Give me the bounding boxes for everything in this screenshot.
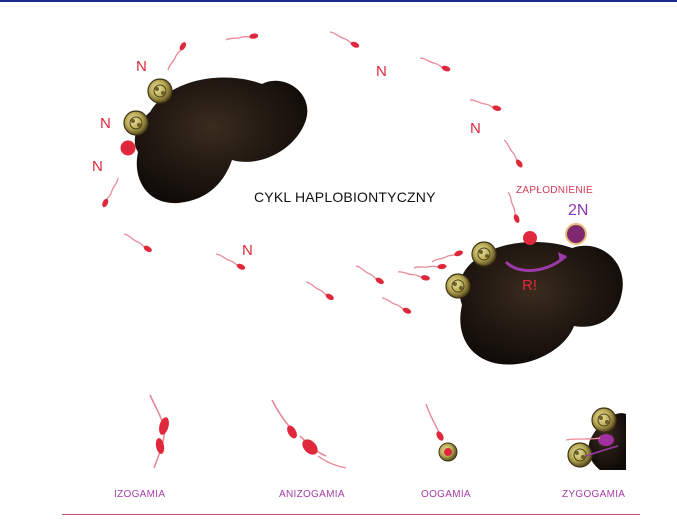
- diploid-label: 2N: [568, 202, 589, 219]
- zygote-icon: [565, 223, 587, 245]
- caption-izogamia: IZOGAMIA: [114, 489, 166, 500]
- egg-cell-icon: [523, 231, 537, 245]
- diagram-title: CYKL HAPLOBIONTYCZNY: [254, 189, 436, 205]
- thallus-blob-upper: [134, 77, 308, 204]
- cell-cyst-icon: [147, 78, 173, 104]
- haploid-label: N: [376, 63, 387, 80]
- zygogamia-illustration: [565, 407, 626, 470]
- cell-cyst-icon: [445, 273, 471, 299]
- haploid-label: N: [92, 158, 103, 175]
- cell-cyst-icon: [123, 110, 149, 136]
- footer-rule: [62, 514, 640, 515]
- cell-cyst-icon: [471, 241, 497, 267]
- meiosis-label: R!: [522, 277, 537, 294]
- caption-anizogamia: ANIZOGAMIA: [279, 489, 345, 500]
- caption-zygogamia: ZYGOGAMIA: [562, 489, 626, 500]
- header-rule: [0, 0, 677, 2]
- thallus-blob-lower: [459, 242, 623, 365]
- anizogamia-illustration: [271, 399, 347, 469]
- izogamia-illustration: [149, 394, 169, 469]
- oogamia-illustration: [425, 403, 458, 462]
- gametangium-icon: [120, 140, 136, 156]
- haploid-label: N: [470, 120, 481, 137]
- fertilization-label: ZAPŁODNIENIE: [516, 185, 593, 196]
- haploid-label: N: [136, 58, 147, 75]
- haploid-label: N: [100, 115, 111, 132]
- caption-oogamia: OOGAMIA: [421, 489, 471, 500]
- haploid-label: N: [242, 242, 253, 259]
